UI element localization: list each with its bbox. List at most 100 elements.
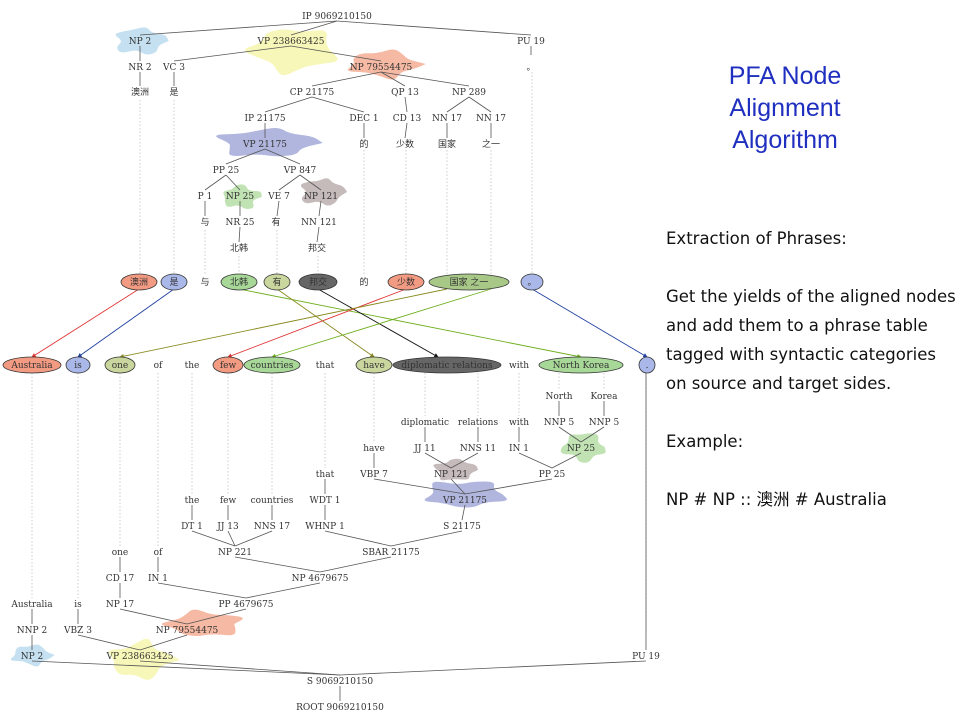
tree-edge-0: [139, 20, 338, 36]
src-de: 的: [359, 276, 368, 288]
alignment-link-2: [238, 288, 582, 359]
s-w-beihan: 北韩: [230, 242, 248, 254]
tgt-north-korea-oval: [538, 356, 624, 374]
tree-edge-69: [119, 608, 188, 625]
s-nr2: NR 2: [128, 63, 151, 73]
tree-edge-47: [373, 478, 466, 495]
tree-edge-49: [464, 478, 553, 495]
t-np221: NP 221: [218, 548, 252, 558]
s-nn121: NN 121: [301, 218, 337, 228]
tree-edge-45: [551, 452, 582, 469]
tree-edge-65: [157, 582, 247, 599]
tree-edge-2: [336, 20, 532, 36]
tree-edge-13: [311, 96, 365, 113]
tgt-one: one: [104, 356, 136, 374]
tgt-with: with: [509, 361, 529, 371]
s-cp: CP 21175: [290, 88, 335, 98]
src-de-text: 的: [359, 276, 368, 288]
description-text: Get the yields of the aligned nodes and …: [666, 287, 956, 393]
blob-tgt-np2: [10, 644, 55, 667]
src-beihan-text: 北韩: [230, 276, 248, 288]
t-np4679: NP 4679675: [292, 574, 349, 584]
t-vbz3: VBZ 3: [63, 626, 92, 636]
tgt-diplomatic-relations-text: diplomatic relations: [401, 361, 493, 371]
tgt-australia: Australia: [2, 356, 62, 374]
s-ip-root: IP 9069210150: [302, 12, 372, 22]
t-in1a: IN 1: [509, 444, 529, 454]
s-nn17a: NN 17: [432, 114, 462, 124]
tree-edge-31: [318, 200, 322, 217]
tgt-countries-oval: [243, 356, 301, 374]
src-shi: 是: [160, 273, 188, 291]
tgt-that: that: [316, 361, 335, 371]
t-w-the: the: [185, 496, 200, 506]
src-shaoshu-text: 少数: [397, 276, 415, 288]
s-np121: NP 121: [304, 192, 338, 202]
src-shaoshu-oval: [387, 273, 425, 291]
tree-edge-63: [319, 556, 392, 573]
t-sbar: SBAR 21175: [362, 548, 420, 558]
s-w-shaoshu: 少数: [396, 138, 414, 150]
s-np2: NP 2: [129, 37, 152, 47]
tree-edge-70: [186, 608, 247, 625]
tgt-is-oval: [65, 356, 91, 374]
s-dec: DEC 1: [349, 114, 378, 124]
s-vc3: VC 3: [162, 63, 185, 73]
tree-edge-66: [245, 582, 321, 599]
tree-edge-15: [446, 96, 470, 113]
t-s-root: S 9069210150: [307, 677, 374, 687]
tree-edge-33: [316, 226, 320, 243]
s-w-de: 的: [359, 138, 368, 150]
src-you-oval: [263, 273, 291, 291]
tree-edge-75: [31, 660, 341, 676]
tree-edge-59: [390, 530, 463, 547]
src-bangjiao: 邦交: [298, 273, 338, 291]
tree-edge-32: [238, 226, 241, 243]
tgt-is: is: [65, 356, 91, 374]
tree-edge-72: [77, 634, 141, 651]
src-you: 有: [263, 273, 291, 291]
tgt-few-oval: [212, 356, 244, 374]
tgt-is-text: is: [74, 361, 82, 371]
s-vp238: VP 238663425: [257, 37, 325, 47]
t-wdt1: WDT 1: [309, 496, 340, 506]
tree-edge-10: [380, 71, 406, 87]
t-nnp5a: NNP 5: [544, 418, 575, 428]
s-w-zhiyi: 之一: [482, 138, 500, 150]
s-w-aozhou: 澳洲: [131, 86, 149, 98]
s-np289: NP 289: [452, 88, 486, 98]
blob-tgt-np25: [560, 433, 606, 463]
tree-edge-57: [234, 530, 273, 547]
t-w-korea: Korea: [591, 392, 619, 402]
s-nr25: NR 25: [226, 218, 255, 228]
slide-title: PFA Node Alignment Algorithm: [728, 62, 842, 154]
tree-edge-30: [276, 200, 280, 217]
tree-edge-25: [225, 174, 241, 191]
tgt-australia-text: Australia: [10, 361, 53, 371]
s-qp: QP 13: [391, 88, 419, 98]
src-you-text: 有: [272, 276, 281, 288]
tree-edge-16: [468, 96, 492, 113]
slide-body: Extraction of Phrases: Get the yields of…: [666, 224, 956, 543]
alignment-link-3: [276, 288, 375, 358]
t-w-countries: countries: [251, 496, 294, 506]
alignment-link-7: [271, 288, 492, 359]
s-ip21175: IP 21175: [244, 114, 285, 124]
alignment-link-0: [31, 288, 140, 358]
t-w-of: of: [154, 548, 163, 558]
blob-src-np7955: [347, 49, 426, 80]
blob-src-np25: [223, 184, 262, 209]
s-cd: CD 13: [393, 114, 422, 124]
aligned-node-highlights: [10, 27, 606, 680]
t-cd17: CD 17: [106, 574, 135, 584]
t-dt1: DT 1: [181, 522, 203, 532]
t-w-is: is: [74, 600, 82, 610]
tree-edge-58: [324, 530, 392, 547]
t-np7955: NP 79554475: [156, 626, 219, 636]
tgt-one-text: one: [112, 361, 129, 371]
src-guojia-zhiyi-text: 国家 之一: [450, 276, 489, 288]
tree-edge-77: [339, 660, 647, 676]
t-w-australia: Australia: [10, 600, 53, 610]
t-jj13: JJ 13: [216, 522, 239, 532]
